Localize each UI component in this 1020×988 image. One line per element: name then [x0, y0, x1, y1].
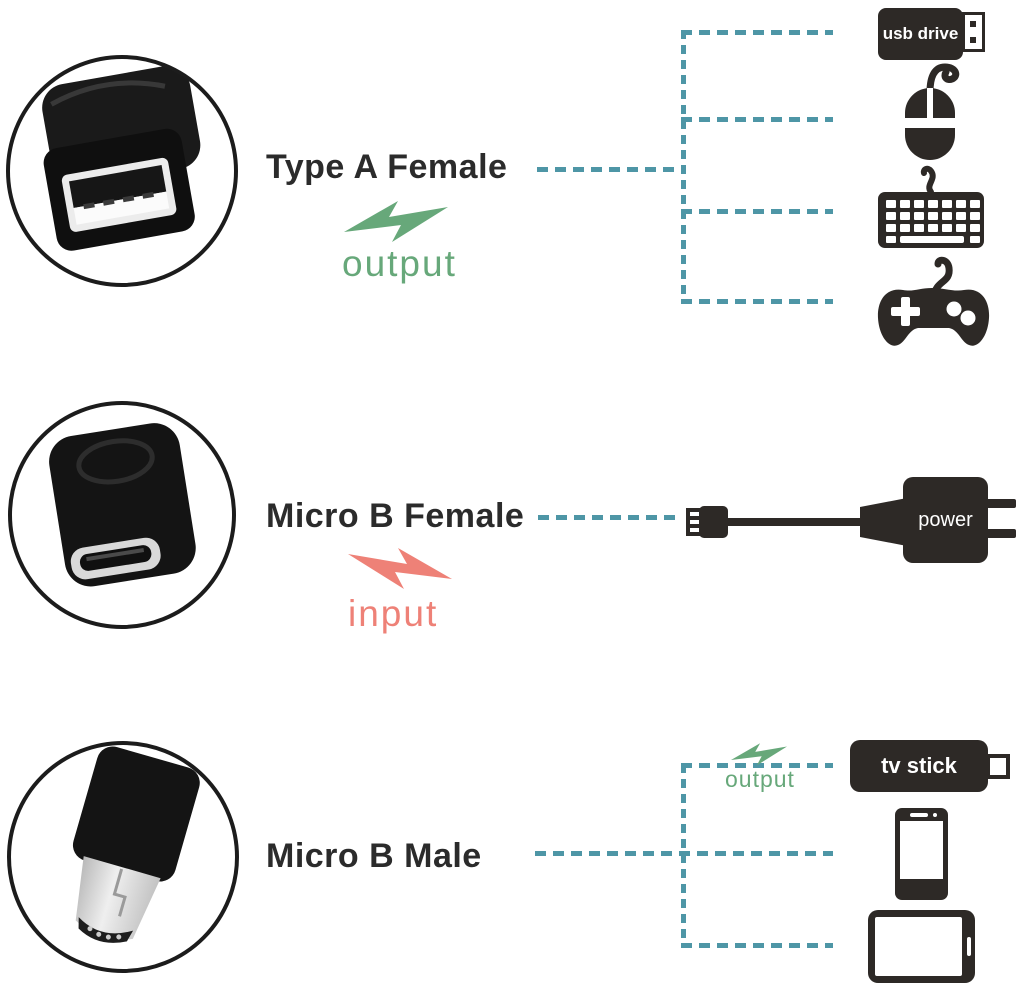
- micro-b-male-label: Micro B Male: [266, 837, 482, 875]
- branch-to-tablet: [681, 943, 833, 948]
- micro-b-female-photo: [8, 401, 236, 629]
- output-flow-label: output: [342, 243, 457, 284]
- power-cable: [686, 498, 907, 546]
- micro-b-female-label: Micro B Female: [266, 497, 525, 535]
- input-flow-label: input: [348, 593, 439, 634]
- power-prong-bottom: [985, 529, 1016, 538]
- power-adapter-body: power: [903, 477, 988, 563]
- mouse-icon: [905, 63, 960, 160]
- usb-drive-plug: [962, 12, 985, 52]
- type-a-branch-spine: [681, 30, 686, 304]
- tablet-icon: [868, 910, 975, 983]
- usb-drive-body: usb drive: [878, 8, 963, 60]
- branch-to-gamepad: [681, 299, 833, 304]
- phone-icon: [895, 808, 948, 900]
- type-a-female-label: Type A Female: [266, 148, 508, 186]
- output-flow-label-small: output: [725, 766, 795, 792]
- branch-to-keyboard: [681, 209, 833, 214]
- output-lightning-icon: [344, 201, 448, 242]
- type-a-female-photo: [6, 55, 238, 287]
- tv-stick-body: tv stick: [850, 740, 988, 792]
- type-a-connector-line: [537, 167, 683, 172]
- micro-b-branch-spine: [681, 764, 686, 946]
- branch-to-mouse: [681, 117, 833, 122]
- micro-b-female-connector-line: [538, 515, 675, 520]
- branch-to-usb-drive: [681, 30, 833, 35]
- keyboard-icon: [878, 165, 984, 248]
- branch-to-tv-stick: [681, 763, 833, 768]
- micro-b-male-photo: [7, 741, 239, 973]
- output-lightning-small-icon: [731, 743, 787, 766]
- input-lightning-icon: [348, 548, 452, 589]
- power-prong-top: [985, 499, 1016, 508]
- gamepad-icon: [877, 256, 990, 346]
- tv-stick-plug: [986, 754, 1010, 779]
